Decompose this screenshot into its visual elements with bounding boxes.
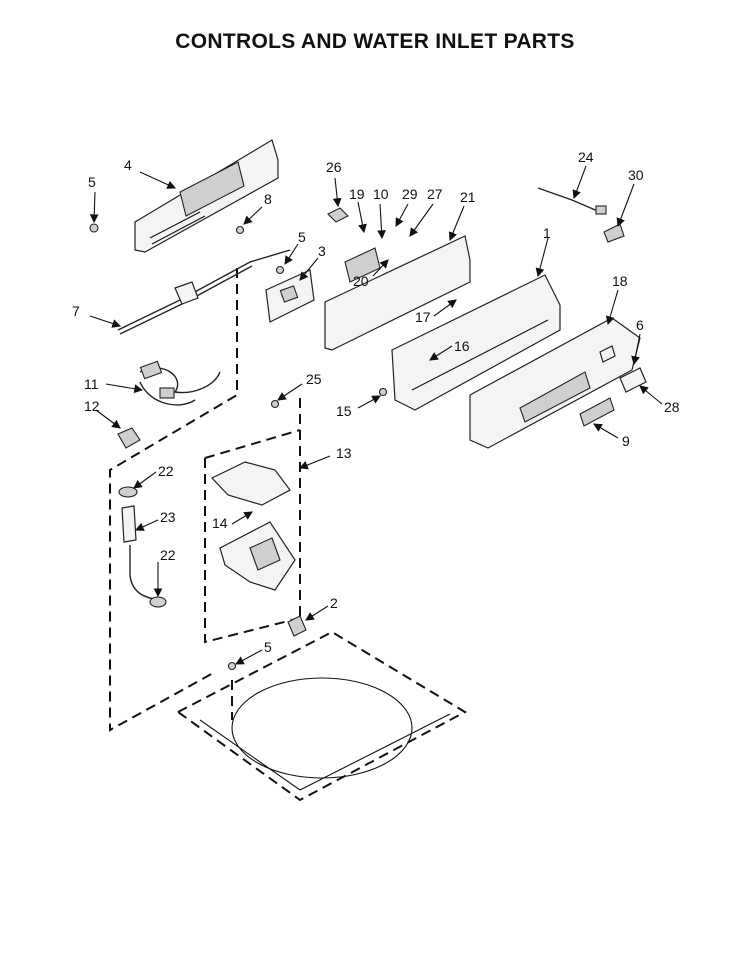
part-14-water-valve: [211, 461, 296, 591]
callout-25: 25: [306, 371, 322, 387]
cabinet-top: [176, 630, 468, 802]
callout-2: 2: [330, 595, 338, 611]
part-18-front-panel: [469, 317, 641, 449]
callout-23: 23: [160, 509, 176, 525]
callout-17: 17: [415, 309, 431, 325]
part-1-console: [391, 274, 561, 411]
callout-20: 20: [353, 273, 369, 289]
screws: [89, 223, 388, 671]
part-21-bracket: [324, 235, 471, 351]
part-3-control-board: [265, 269, 315, 323]
diagram-title: CONTROLS AND WATER INLET PARTS: [175, 30, 575, 53]
callout-21: 21: [460, 189, 476, 205]
callout-12: 12: [84, 398, 100, 414]
callout-30: 30: [628, 167, 644, 183]
callouts: 5 4 8 5 3 7 11 12 26 19 10 29 27 21 20 1…: [72, 149, 680, 655]
callout-7: 7: [72, 303, 80, 319]
callout-3: 3: [318, 243, 326, 259]
callout-14: 14: [212, 515, 228, 531]
callout-16: 16: [454, 338, 470, 354]
callout-10: 10: [373, 186, 389, 202]
callout-24: 24: [578, 149, 594, 165]
part-console-rear-panel: [134, 139, 279, 253]
callout-11: 11: [84, 376, 99, 392]
callout-6: 6: [636, 317, 644, 333]
callout-8: 8: [264, 191, 272, 207]
callout-22: 22: [158, 463, 174, 479]
part-12-block: [117, 427, 141, 449]
callout-26: 26: [326, 159, 342, 175]
part-26-clip: [327, 207, 349, 223]
part-30-part: [603, 223, 625, 243]
assembly-guides: [109, 268, 301, 732]
leader-lines: [89, 165, 663, 665]
callout-19: 19: [349, 186, 365, 202]
callout-5: 5: [298, 229, 306, 245]
callout-9: 9: [622, 433, 630, 449]
part-23-inlet-hose: [118, 486, 167, 608]
callout-18: 18: [612, 273, 628, 289]
callout-29: 29: [402, 186, 418, 202]
part-28-plate: [619, 367, 647, 393]
callout-5: 5: [264, 639, 272, 655]
callout-28: 28: [664, 399, 680, 415]
callout-13: 13: [336, 445, 352, 461]
callout-27: 27: [427, 186, 443, 202]
callout-5: 5: [88, 174, 96, 190]
part-2-switch: [287, 615, 307, 637]
part-24-hose: [537, 187, 607, 215]
callout-22: 22: [160, 547, 176, 563]
callout-15: 15: [336, 403, 352, 419]
part-wire-harness: [117, 249, 291, 406]
callout-4: 4: [124, 157, 132, 173]
callout-1: 1: [543, 225, 551, 241]
